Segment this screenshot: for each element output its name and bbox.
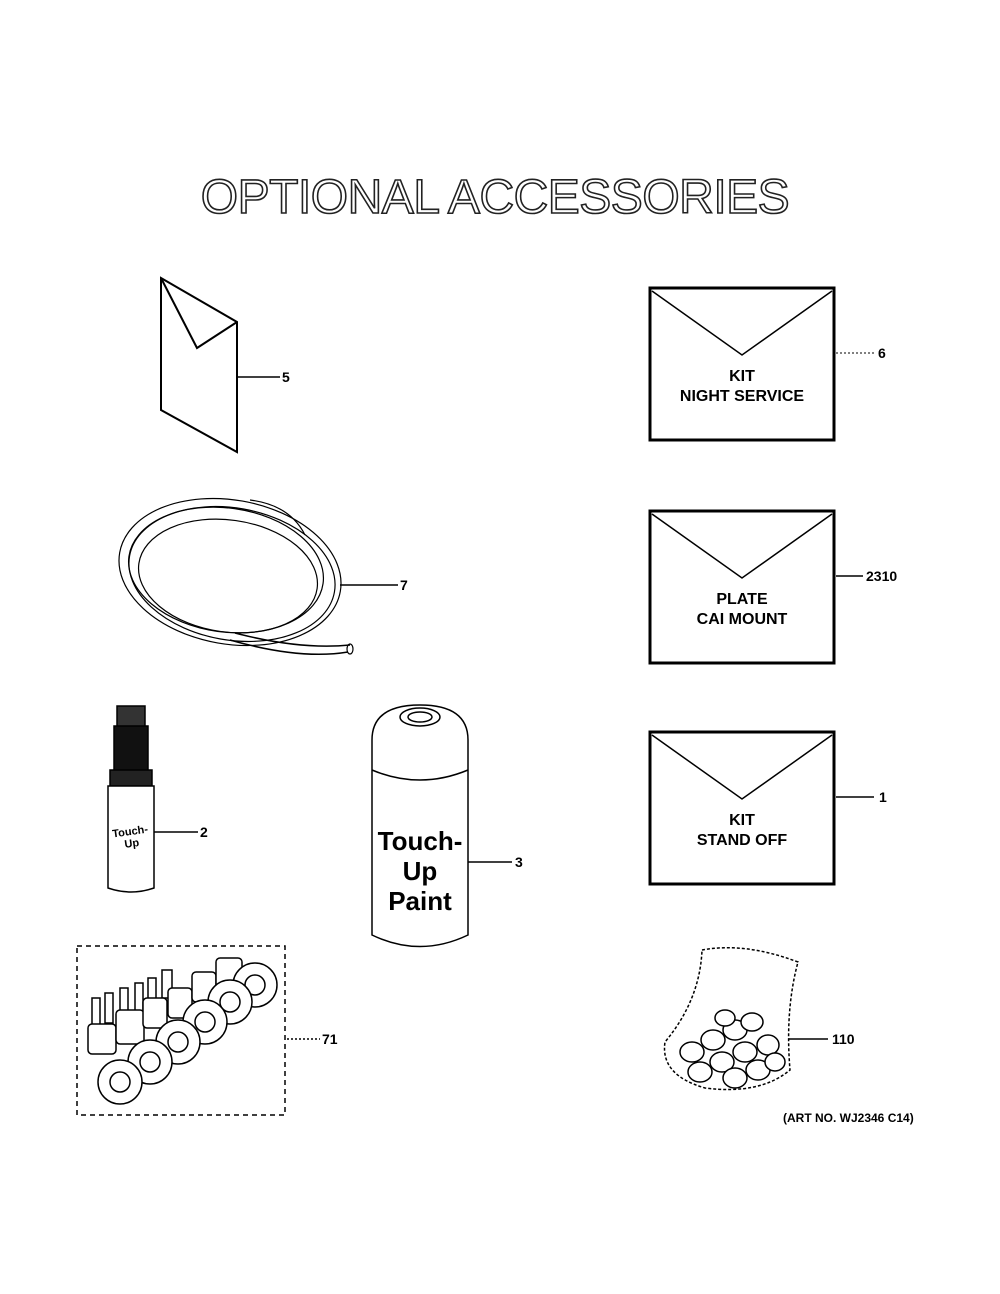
callout-5: 5 [282, 369, 290, 385]
label-line-1: PLATE [716, 591, 768, 608]
envelope-label-night-service: KIT NIGHT SERVICE [650, 367, 834, 407]
callout-110: 110 [832, 1031, 855, 1047]
spray-can-illustration [371, 704, 512, 948]
touch-up-pen-illustration [107, 705, 198, 893]
tubing-coil-illustration [118, 497, 398, 656]
can-label-line-1: Touch-Up [377, 826, 463, 886]
envelope-plate-cai-mount [648, 509, 863, 665]
envelope-packet-illustration [160, 276, 280, 454]
callout-7: 7 [400, 577, 408, 593]
callout-2: 2 [200, 824, 208, 840]
art-number: (ART NO. WJ2346 C14) [783, 1111, 914, 1125]
callout-3: 3 [515, 854, 523, 870]
label-line-1: KIT [729, 368, 755, 385]
bag-of-parts-illustration [663, 946, 828, 1091]
callout-1: 1 [879, 789, 887, 805]
envelope-label-stand-off: KIT STAND OFF [650, 811, 834, 851]
label-line-2: CAI MOUNT [696, 611, 788, 628]
label-line-2: STAND OFF [696, 832, 788, 849]
label-line-2: NIGHT SERVICE [679, 388, 805, 405]
callout-71: 71 [322, 1031, 338, 1047]
page-title: OPTIONAL ACCESSORIES [200, 170, 790, 225]
envelope-kit-night-service [648, 286, 874, 442]
can-label-line-2: Paint [388, 886, 452, 916]
parts-kit-illustration [76, 945, 320, 1116]
label-line-1: KIT [729, 812, 755, 829]
callout-6: 6 [878, 345, 886, 361]
envelope-label-cai-mount: PLATE CAI MOUNT [650, 590, 834, 630]
callout-2310: 2310 [866, 568, 898, 584]
can-label: Touch-Up Paint [372, 826, 468, 916]
envelope-kit-stand-off [648, 730, 874, 886]
